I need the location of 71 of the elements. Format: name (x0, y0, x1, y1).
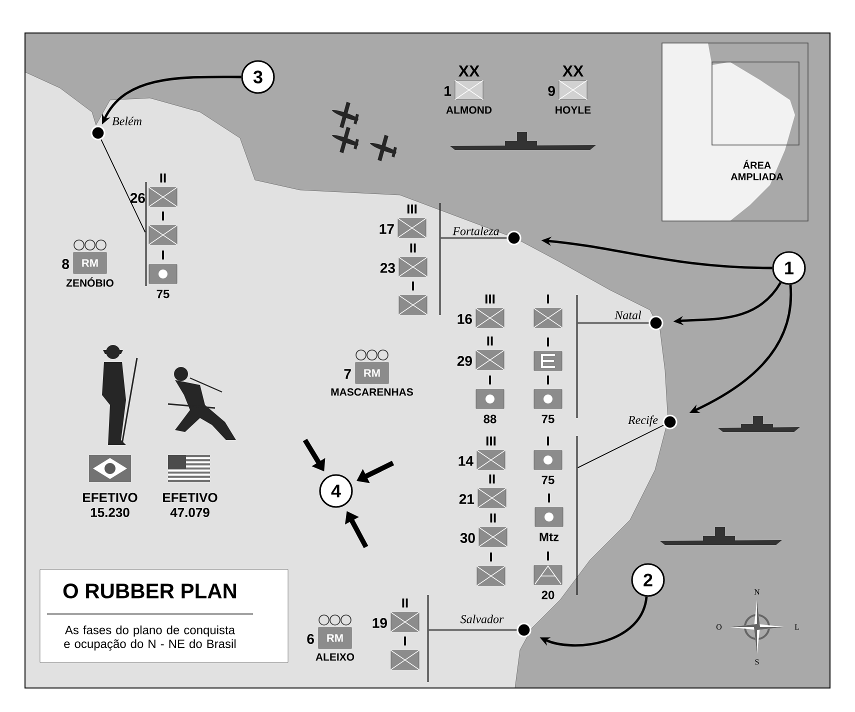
leader-line (100, 139, 146, 233)
leader-line (577, 424, 664, 468)
map-label: EFETIVO 15.230 (83, 492, 138, 518)
leader-line (577, 322, 650, 324)
commander-name: ALMOND (446, 106, 492, 114)
echelon-mark: XX (458, 66, 480, 76)
echelon-mark: III (485, 294, 495, 304)
unit-number: 7 (344, 369, 351, 379)
unit-label: 75 (156, 290, 170, 298)
unit-number: 6 (307, 634, 314, 644)
bracket-line (145, 182, 147, 286)
city-name: Fortaleza (452, 226, 499, 236)
unit-label: 88 (484, 414, 496, 424)
echelon-mark: I (490, 552, 492, 562)
bracket-line (439, 203, 441, 315)
compass-letter: O (716, 624, 722, 630)
unit-number: 8 (62, 259, 70, 269)
echelon-mark: II (160, 174, 166, 182)
map-label: ÁREA AMPLIADA (730, 160, 784, 180)
echelon-mark: XX (562, 66, 584, 76)
unit-label: Mtz (540, 532, 559, 542)
echelon-mark: II (490, 514, 496, 522)
bracket-line (427, 595, 429, 682)
commander-name: MASCARENHAS (331, 388, 413, 396)
echelon-mark: I (547, 436, 549, 446)
echelon-mark: II (410, 244, 416, 252)
compass-letter: S (755, 659, 759, 665)
unit-number: 30 (460, 533, 475, 543)
echelon-mark: I (162, 250, 164, 260)
echelon-mark: III (407, 204, 417, 214)
city-name: Recife (628, 416, 658, 426)
compass-letter: L (794, 624, 799, 630)
unit-label: 75 (542, 414, 554, 424)
echelon-mark: I (548, 494, 550, 502)
unit-label: 75 (542, 476, 554, 484)
map-label: EFETIVO 47.079 (163, 492, 218, 518)
unit-number: 19 (372, 618, 387, 628)
bracket-line (576, 436, 578, 595)
echelon-mark: I (489, 376, 491, 384)
commander-name: HOYLE (556, 106, 591, 114)
unit-number: 9 (548, 86, 555, 96)
city-name: Salvador (460, 614, 504, 624)
unit-number: 23 (380, 263, 395, 273)
unit-number: 17 (380, 224, 394, 234)
echelon-mark: I (404, 636, 406, 646)
echelon-mark: II (489, 474, 495, 484)
echelon-mark: II (402, 598, 408, 608)
echelon-mark: III (486, 436, 496, 446)
echelon-mark: II (487, 336, 493, 346)
unit-number: 26 (130, 193, 145, 203)
unit-number: 21 (459, 494, 474, 504)
echelon-mark: I (547, 294, 549, 304)
unit-number: 14 (458, 456, 474, 466)
unit-number: 16 (458, 314, 472, 324)
city-name: Belém (112, 116, 142, 126)
commander-name: ALEIXO (316, 653, 354, 661)
city-name: Natal (614, 310, 642, 320)
commander-name: ZENÓBIO (66, 277, 114, 287)
map-title: O RUBBER PLAN (63, 584, 236, 598)
echelon-mark: I (547, 338, 549, 346)
echelon-mark: I (547, 552, 549, 560)
echelon-mark: I (162, 212, 164, 220)
unit-number: 29 (457, 356, 472, 366)
bracket-line (576, 295, 578, 418)
echelon-mark: I (547, 376, 549, 384)
unit-label: 20 (542, 590, 554, 600)
subtitle: As fases do plano de conquista e ocupação do N - NE do Brasil (64, 625, 236, 650)
unit-number: 1 (444, 86, 452, 96)
compass-letter: N (754, 589, 760, 595)
echelon-mark: I (412, 282, 414, 290)
title-box (40, 569, 288, 663)
